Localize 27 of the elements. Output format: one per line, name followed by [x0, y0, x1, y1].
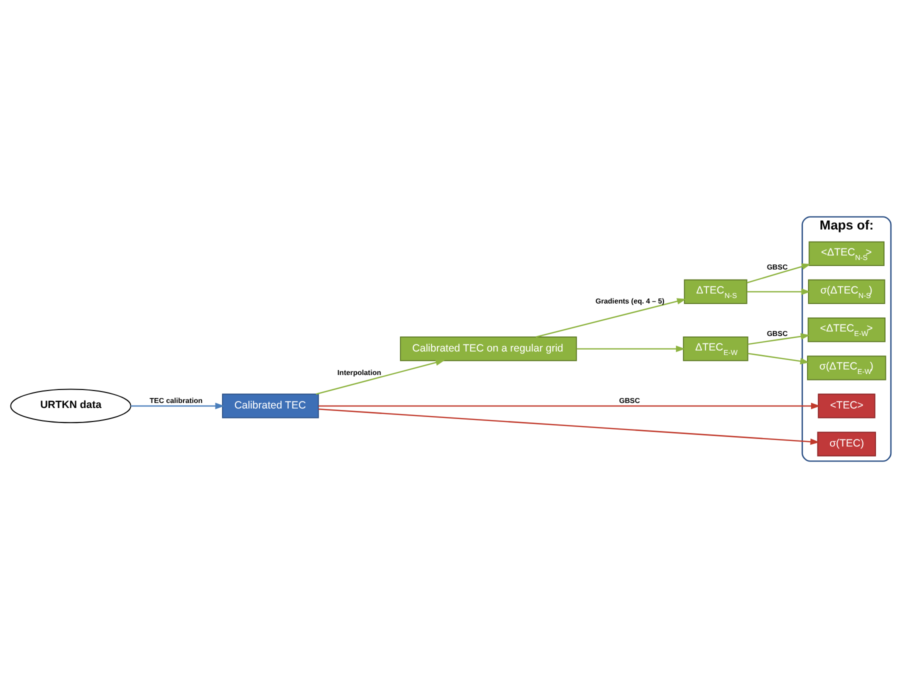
edge-label: GBSC	[766, 262, 788, 271]
arrow	[748, 352, 810, 364]
node-box: <TEC>	[818, 393, 876, 418]
edge-label: TEC calibration	[150, 396, 203, 405]
node-box: ΔTEC$_{N-S}$	[684, 278, 748, 304]
arrow	[576, 345, 686, 352]
edge-label: Interpolation	[337, 367, 382, 376]
arrow	[748, 332, 810, 344]
node-box: <ΔTEC$_{N-S}$>	[808, 240, 885, 266]
arrow	[316, 358, 445, 394]
edge-label: GBSC	[619, 396, 640, 405]
node-ellipse: URTKN data	[10, 388, 132, 423]
node-box: σ(ΔTEC$_{E-W}$)	[807, 355, 886, 380]
node-box: σ(TEC)	[817, 431, 876, 456]
node-box: ΔTEC$_{E-W}$	[682, 336, 748, 361]
edge-label: Gradients (eq. 4 – 5)	[595, 296, 664, 305]
arrow	[746, 262, 811, 283]
arrow	[130, 402, 224, 409]
arrow	[318, 402, 820, 409]
arrow	[536, 298, 686, 338]
node-box: <ΔTEC$_{E-W}$>	[808, 317, 886, 342]
edge-label: GBSC	[766, 328, 788, 338]
node-box: σ(ΔTEC$_{N-S}$)	[808, 278, 886, 304]
arrow	[318, 408, 820, 444]
node-box: Calibrated TEC	[222, 393, 319, 418]
arrow	[747, 288, 810, 294]
node-box: Calibrated TEC on a regular grid	[400, 336, 577, 361]
